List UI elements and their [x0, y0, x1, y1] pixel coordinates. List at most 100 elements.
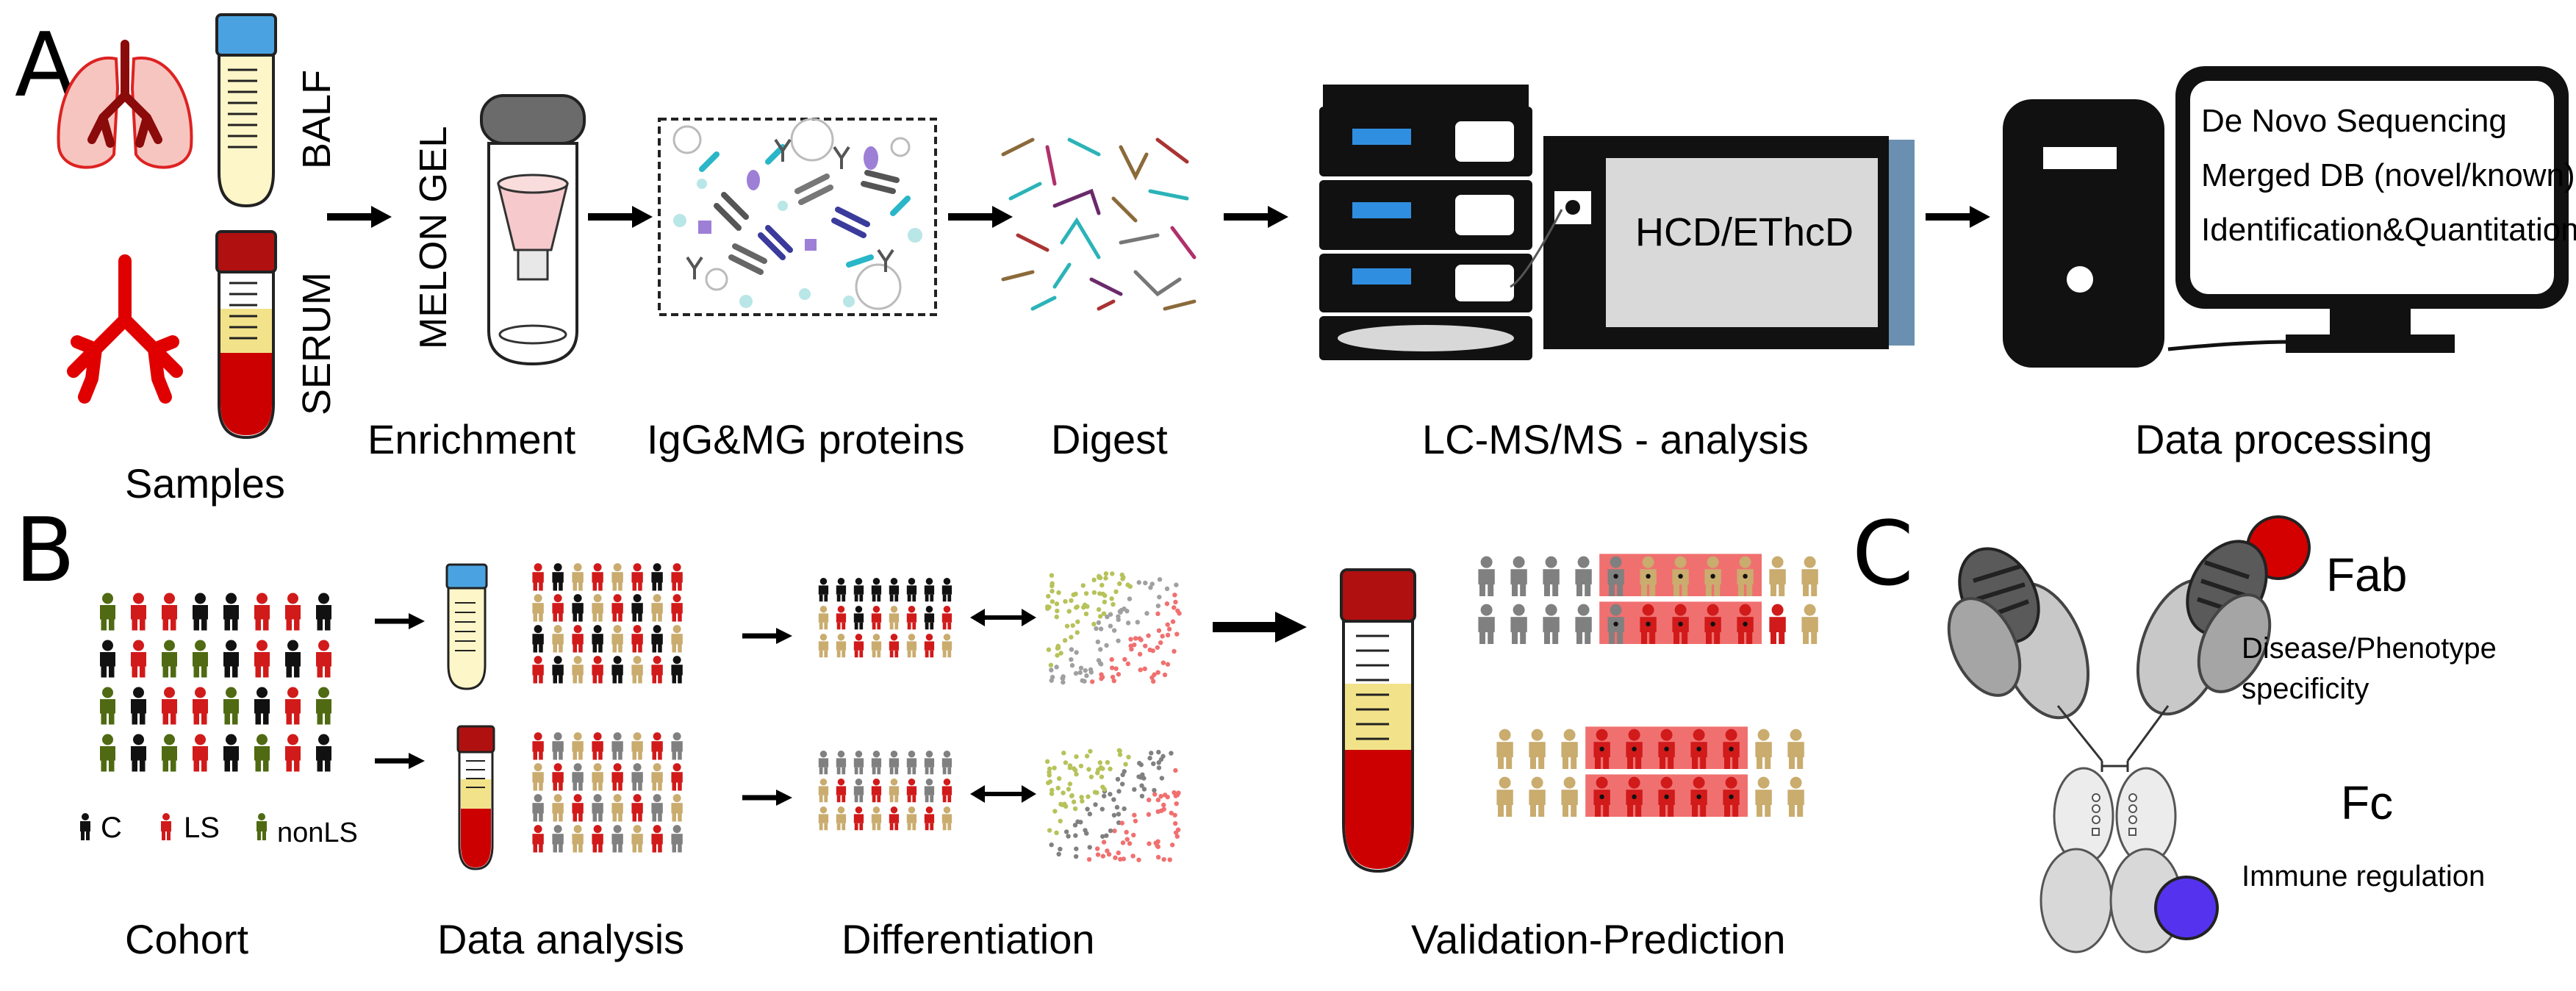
step-label-samples: Samples [125, 460, 285, 507]
person-icon [1801, 604, 1818, 644]
scatter-point [1172, 820, 1178, 826]
person-icon [1664, 554, 1697, 596]
scatter-point [1106, 851, 1112, 857]
scatter-point [1105, 759, 1111, 765]
scatter-point [1052, 765, 1057, 770]
person-icon [552, 656, 564, 684]
scatter-point [1143, 643, 1148, 648]
person-icon [1696, 554, 1729, 596]
scatter-point [1075, 819, 1080, 824]
person-icon [651, 563, 663, 591]
person-icon [572, 763, 584, 791]
scatter-point [1058, 651, 1063, 656]
scatter-point [1116, 672, 1122, 677]
scatter-point [1104, 833, 1109, 838]
person-icon [532, 594, 544, 622]
person-icon [1510, 604, 1527, 644]
person-icon [1769, 604, 1786, 644]
scatter-point [1060, 802, 1065, 807]
person-icon [131, 734, 146, 772]
person-icon [552, 563, 564, 591]
scatter-point [1061, 751, 1066, 756]
scatter-point [1172, 593, 1177, 598]
scatter-point [1049, 842, 1054, 848]
step-label-lcms: LC-MS/MS - analysis [1422, 416, 1809, 462]
scatter-point [1058, 846, 1063, 852]
person-icon [572, 732, 584, 760]
scatter-point [1049, 678, 1054, 683]
person-icon [941, 633, 952, 658]
scatter-point [1161, 802, 1166, 808]
scatter-point [1162, 672, 1168, 678]
scatter-point [1090, 679, 1095, 684]
scatter-point [1121, 856, 1127, 862]
person-icon [223, 734, 239, 772]
scatter-point [1097, 575, 1102, 580]
scatter-point [1083, 668, 1088, 673]
person-icon [1769, 556, 1786, 596]
scatter-point [1122, 657, 1127, 662]
scatter-point [1156, 760, 1161, 765]
scatter-point [1080, 583, 1086, 588]
person-icon [924, 633, 935, 658]
scatter-point [1105, 614, 1110, 620]
person-icon [924, 778, 935, 803]
scatter-point [1097, 660, 1103, 666]
scatter-point [1072, 766, 1077, 771]
scatter-point [1108, 792, 1113, 797]
scatter-point [1149, 582, 1155, 587]
scatter-point [1103, 576, 1108, 581]
scatter-point [1128, 643, 1133, 648]
scatter-point [1054, 614, 1059, 620]
scatter-point [1102, 599, 1108, 605]
scatter-point [1066, 834, 1071, 839]
person-icon [1529, 729, 1546, 769]
cohort-legend: C LS nonLS [77, 809, 386, 848]
scatter-cloud-serum [1044, 748, 1181, 862]
scatter-point [1156, 749, 1161, 755]
scatter-point [1116, 617, 1121, 623]
scatter-point [1046, 647, 1052, 652]
person-icon [1715, 774, 1748, 817]
scatter-point [1094, 846, 1100, 851]
scatter-point [1071, 799, 1077, 804]
scatter-point [1111, 628, 1117, 633]
scatter-point [1073, 670, 1079, 676]
person-icon [611, 594, 623, 622]
scatter-point [1064, 623, 1070, 629]
scatter-point [1055, 608, 1060, 614]
screen-line-2: Merged DB (novel/known) [2201, 157, 2575, 193]
scatter-point [1062, 637, 1068, 643]
scatter-point [1132, 812, 1137, 818]
scatter-point [1174, 834, 1180, 839]
person-icon-ls [161, 813, 171, 840]
arrow-icon [1926, 206, 1990, 228]
person-icon [631, 794, 643, 822]
person-icon [1529, 776, 1546, 817]
step-label-validation: Validation-Prediction [1411, 916, 1786, 962]
person-icon [853, 750, 864, 775]
person-icon [1729, 601, 1762, 644]
scatter-point [1049, 573, 1055, 578]
scatter-point [1066, 609, 1072, 614]
legend-label-nonls: nonLS [277, 818, 358, 848]
scatter-point [1046, 593, 1051, 599]
scatter-point [1099, 676, 1104, 681]
person-icon [671, 594, 683, 622]
scatter-point [1133, 818, 1138, 823]
scatter-point [1125, 620, 1131, 626]
scatter-point [1054, 601, 1060, 607]
person-icon [941, 577, 952, 602]
person-icon [592, 656, 603, 684]
scatter-point [1097, 614, 1103, 619]
scatter-point [1088, 774, 1094, 779]
scatter-point [1109, 657, 1114, 662]
scatter-point [1049, 668, 1054, 673]
person-icon [1561, 729, 1578, 769]
person-icon [131, 593, 146, 631]
person-icon [1650, 774, 1683, 817]
person-icon [532, 794, 544, 822]
scatter-point [1055, 785, 1061, 791]
person-icon [131, 640, 146, 678]
scatter-point [1067, 781, 1073, 787]
